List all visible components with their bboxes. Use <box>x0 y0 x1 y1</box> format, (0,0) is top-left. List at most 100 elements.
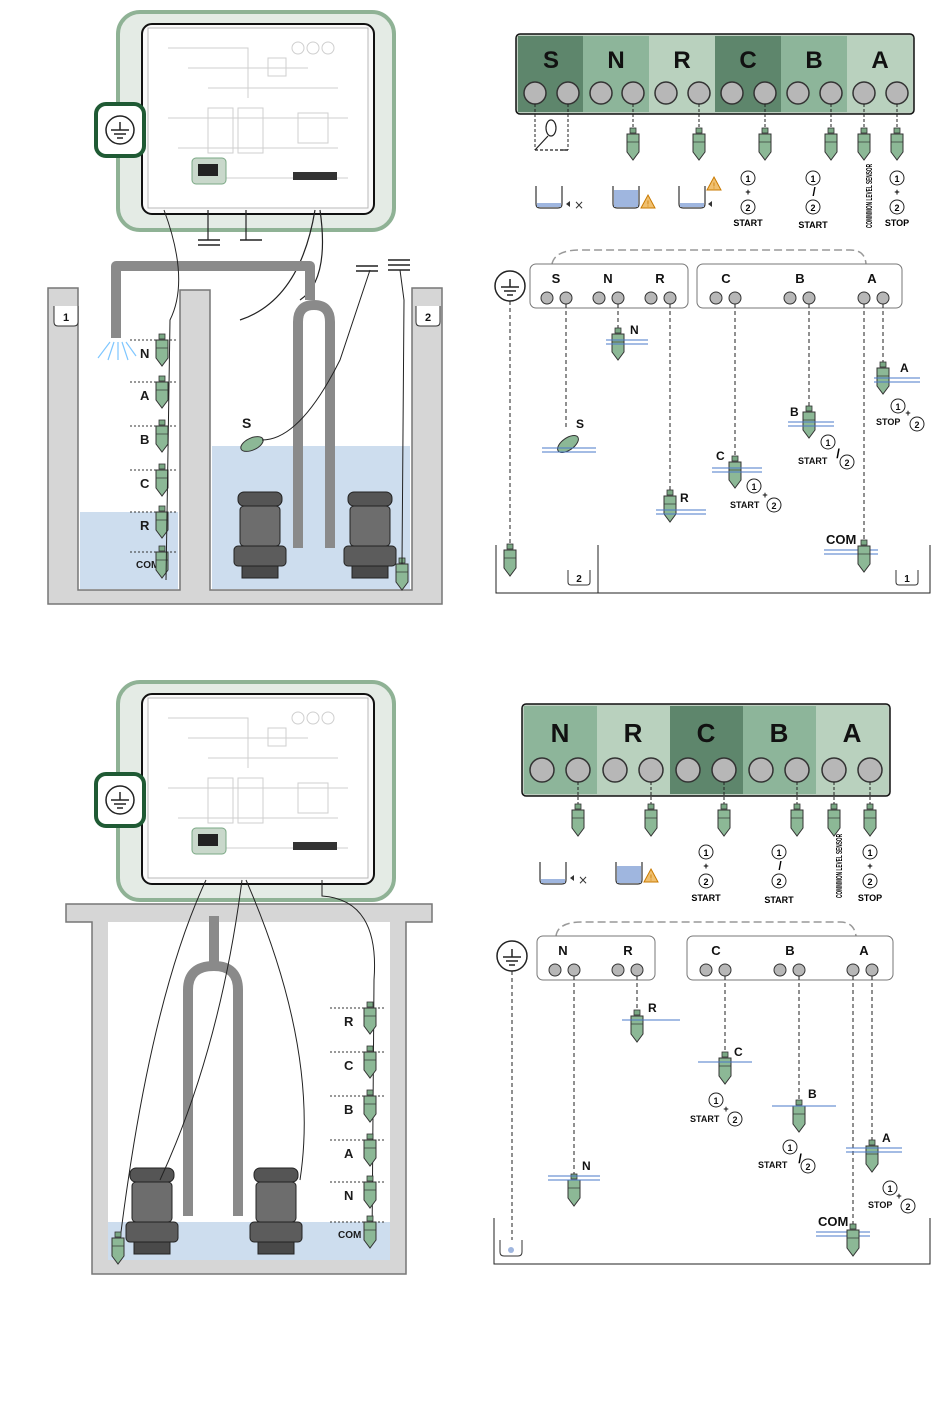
svg-text:A: A <box>867 271 877 286</box>
svg-text:1: 1 <box>825 438 830 448</box>
svg-text:2: 2 <box>576 574 582 585</box>
svg-text:+: + <box>894 187 899 197</box>
svg-text:C: C <box>140 476 150 491</box>
schematic-top: S N R C B A <box>495 250 930 593</box>
svg-text:STOP: STOP <box>858 893 882 903</box>
svg-text:B: B <box>808 1087 817 1101</box>
tank1-label: 1 <box>54 306 78 326</box>
svg-text:2: 2 <box>771 501 776 511</box>
com-bottom: COM <box>816 1214 870 1256</box>
svg-text:A: A <box>871 47 888 74</box>
svg-text:1: 1 <box>787 1143 792 1153</box>
svg-text:C: C <box>739 47 756 74</box>
svg-text:B: B <box>140 432 149 447</box>
svg-text:A: A <box>900 361 909 375</box>
svg-text:1: 1 <box>904 574 910 585</box>
svg-text:1: 1 <box>63 312 69 324</box>
svg-text:START: START <box>690 1114 720 1124</box>
svg-text:A: A <box>344 1146 354 1161</box>
svg-text:N: N <box>582 1159 591 1173</box>
svg-text:A: A <box>859 943 869 958</box>
svg-text:N: N <box>558 943 567 958</box>
float-a-bottom: A 1 + 2 STOP <box>846 1131 915 1213</box>
svg-text:N: N <box>630 323 639 337</box>
svg-text:+: + <box>745 187 750 197</box>
svg-text:C: C <box>721 271 731 286</box>
ground-icon <box>96 104 144 156</box>
svg-text:R: R <box>344 1014 354 1029</box>
svg-text:2: 2 <box>776 877 781 887</box>
float-c-bottom: C 1 + 2 START <box>690 1045 752 1126</box>
svg-text:×: × <box>578 873 588 887</box>
svg-text:C: C <box>344 1058 354 1073</box>
svg-text:S: S <box>242 415 251 431</box>
svg-text:+: + <box>905 408 910 418</box>
svg-text:1: 1 <box>713 1096 718 1106</box>
schematic-tank2-label: 2 <box>568 570 590 585</box>
svg-text:1: 1 <box>895 402 900 412</box>
svg-text:STOP: STOP <box>868 1200 892 1210</box>
svg-text:2: 2 <box>745 203 750 213</box>
svg-text:+: + <box>867 861 872 871</box>
svg-text:S: S <box>543 47 559 74</box>
svg-text:START: START <box>798 456 828 466</box>
svg-text:+: + <box>723 1104 728 1114</box>
pump-right <box>344 492 396 578</box>
svg-text:R: R <box>648 1001 657 1015</box>
svg-text:START: START <box>764 895 794 905</box>
svg-text:R: R <box>624 718 643 748</box>
float-c-top: C 1 + 2 START <box>712 449 781 512</box>
float-r-top: R <box>656 490 706 522</box>
float-n-top: N <box>606 323 648 360</box>
svg-text:N: N <box>344 1188 353 1203</box>
svg-text:2: 2 <box>914 420 919 430</box>
float-a-top: A 1 + 2 STOP <box>874 361 924 431</box>
svg-text:COM: COM <box>338 1230 361 1241</box>
svg-text:1: 1 <box>703 848 708 858</box>
schematic-bottom: N R C B A <box>494 922 930 1264</box>
start-stop-icons-bottom: 1 + 2 START 1 / 2 START COMMMON LEVEL SE… <box>691 834 882 905</box>
svg-text:C: C <box>734 1045 743 1059</box>
svg-text:S: S <box>576 417 584 431</box>
svg-text:N: N <box>140 346 149 361</box>
svg-text:N: N <box>551 718 570 748</box>
pump-left <box>234 492 286 578</box>
svg-text:START: START <box>733 218 763 228</box>
svg-text:COM: COM <box>826 532 856 547</box>
terminal-block-top: S N R C B A <box>516 34 914 160</box>
svg-text:2: 2 <box>905 1202 910 1212</box>
com-top: COM <box>824 532 878 572</box>
svg-text:+: + <box>896 1191 901 1201</box>
svg-text:N: N <box>603 271 612 286</box>
svg-text:COM: COM <box>818 1214 848 1229</box>
svg-text:2: 2 <box>867 877 872 887</box>
svg-text:/: / <box>778 859 782 873</box>
float-b-top: B 1 / 2 START <box>788 405 854 469</box>
svg-text:B: B <box>790 405 799 419</box>
svg-text:R: R <box>680 491 689 505</box>
svg-text:2: 2 <box>732 1115 737 1125</box>
svg-text:START: START <box>798 220 828 230</box>
svg-text:STOP: STOP <box>885 218 909 228</box>
svg-text:/: / <box>812 185 816 199</box>
svg-text:B: B <box>785 943 794 958</box>
svg-text:A: A <box>140 388 150 403</box>
svg-text:×: × <box>574 198 584 212</box>
svg-text:COMMMON LEVEL SENSOR: COMMMON LEVEL SENSOR <box>864 164 874 228</box>
terminal-block-bottom: N R C B A <box>522 704 890 836</box>
svg-text:1: 1 <box>894 174 899 184</box>
svg-text:2: 2 <box>805 1162 810 1172</box>
svg-text:B: B <box>805 47 822 74</box>
svg-text:B: B <box>344 1102 353 1117</box>
svg-text:R: R <box>655 271 665 286</box>
svg-text:+: + <box>762 490 767 500</box>
svg-text:2: 2 <box>703 877 708 887</box>
svg-text:2: 2 <box>425 312 431 324</box>
float-r-bottom: R <box>622 1001 680 1042</box>
svg-text:N: N <box>607 47 624 74</box>
svg-text:START: START <box>691 893 721 903</box>
svg-text:START: START <box>758 1160 788 1170</box>
svg-text:2: 2 <box>810 203 815 213</box>
svg-text:START: START <box>730 500 760 510</box>
svg-text:C: C <box>711 943 721 958</box>
